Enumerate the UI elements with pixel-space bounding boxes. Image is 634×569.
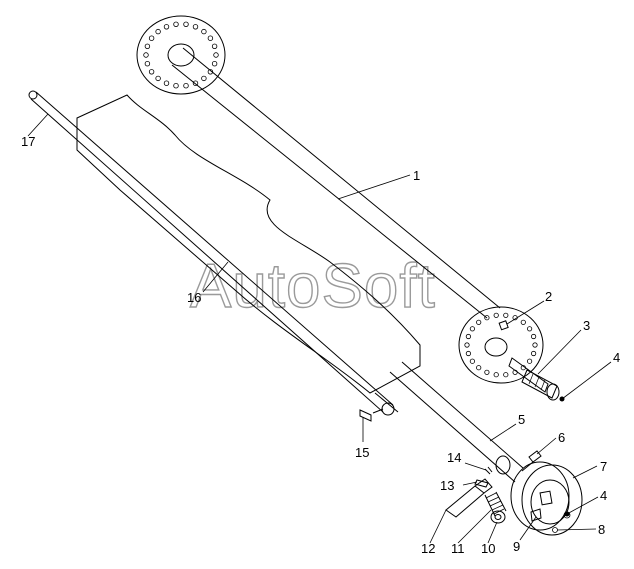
- flange-bolt-hole: [163, 80, 170, 86]
- flange-bolt-hole: [192, 80, 199, 86]
- callout-2: 2: [545, 289, 552, 304]
- flange-bolt-hole: [503, 372, 509, 378]
- part-8-nut: [552, 527, 558, 533]
- flange-bolt-hole: [143, 52, 149, 58]
- flange-bolt-hole: [484, 369, 490, 375]
- flange-bolt-hole: [530, 333, 537, 340]
- callout-1: 1: [413, 168, 420, 183]
- callout-9: 9: [513, 539, 520, 554]
- part-7-hub-drum: [510, 461, 583, 536]
- part-2-bolt: [498, 320, 509, 331]
- flange-bolt-hole: [530, 350, 537, 357]
- flange-bolt-hole: [464, 342, 470, 348]
- flange-bolt-hole: [144, 61, 151, 67]
- part-3-shaft: [508, 357, 560, 401]
- flange-bolt-hole: [493, 312, 499, 318]
- part-1-tube-assembly: [136, 15, 544, 384]
- flange-bolt-hole: [476, 319, 482, 325]
- flange-bolt-hole: [465, 333, 471, 340]
- callout-7: 7: [600, 459, 607, 474]
- flange-bolt-hole: [476, 365, 482, 371]
- part-12-lever: [445, 478, 493, 518]
- flange-bolt-hole: [503, 312, 509, 318]
- flange-bolt-hole: [201, 28, 207, 35]
- flange-bolt-hole: [173, 21, 179, 27]
- flange-bolt-hole: [465, 350, 471, 357]
- flange-bolt-hole: [532, 342, 538, 348]
- flange-bolt-hole: [183, 82, 189, 89]
- part-5-axle-tube: [389, 361, 524, 483]
- callout-6: 6: [558, 430, 565, 445]
- callout-15: 15: [355, 445, 369, 460]
- callout-12: 12: [421, 541, 435, 556]
- flange-bolt-hole: [144, 43, 151, 49]
- part-16-panel: [76, 94, 421, 394]
- lower-flange: [458, 306, 544, 384]
- flange-bolt-hole: [192, 24, 199, 30]
- flange-bolt-hole: [469, 358, 475, 364]
- callout-14: 14: [447, 450, 461, 465]
- upper-flange: [136, 15, 226, 95]
- flange-bolt-hole: [148, 35, 155, 41]
- callout-13: 13: [440, 478, 454, 493]
- callout-8: 8: [598, 522, 605, 537]
- callout-17: 17: [21, 134, 35, 149]
- flange-bolt-hole: [213, 52, 219, 58]
- callout-16: 16: [187, 290, 201, 305]
- callout-5: 5: [518, 412, 525, 427]
- part-10-washer: [490, 510, 506, 524]
- callout-11: 11: [451, 541, 465, 556]
- callout-labels: 1 2 3 4 5 6 7 4 8 9 10 11 12 13 14 15 16…: [21, 134, 620, 556]
- flange-bolt-hole: [520, 319, 526, 325]
- callout-10: 10: [481, 541, 495, 556]
- callout-4-upper: 4: [613, 350, 620, 365]
- part-6-bolt: [521, 450, 542, 472]
- part-9-clip: [530, 508, 542, 522]
- part-15-pin: [359, 408, 384, 422]
- flange-bolt-hole: [201, 75, 207, 82]
- flange-bolt-hole: [526, 358, 533, 364]
- flange-bolt-hole: [148, 69, 155, 75]
- flange-bolt-hole: [155, 28, 161, 35]
- flange-bolt-hole: [211, 61, 218, 67]
- flange-bolt-hole: [155, 75, 161, 82]
- upper-flange-holes: [143, 21, 219, 89]
- flange-bolt-hole: [163, 24, 170, 30]
- flange-bolt-hole: [207, 35, 214, 41]
- part-14-screw: [484, 466, 493, 475]
- watermark-text: AutoSoft: [190, 252, 436, 321]
- flange-bolt-hole: [211, 43, 218, 49]
- callout-4-lower: 4: [600, 488, 607, 503]
- flange-bolt-hole: [493, 372, 499, 378]
- flange-bolt-hole: [173, 82, 179, 89]
- callout-3: 3: [583, 318, 590, 333]
- flange-bolt-hole: [469, 326, 475, 332]
- leader-lines: [27, 113, 612, 544]
- flange-bolt-hole: [484, 315, 490, 321]
- flange-bolt-hole: [183, 21, 189, 27]
- flange-bolt-hole: [526, 326, 533, 332]
